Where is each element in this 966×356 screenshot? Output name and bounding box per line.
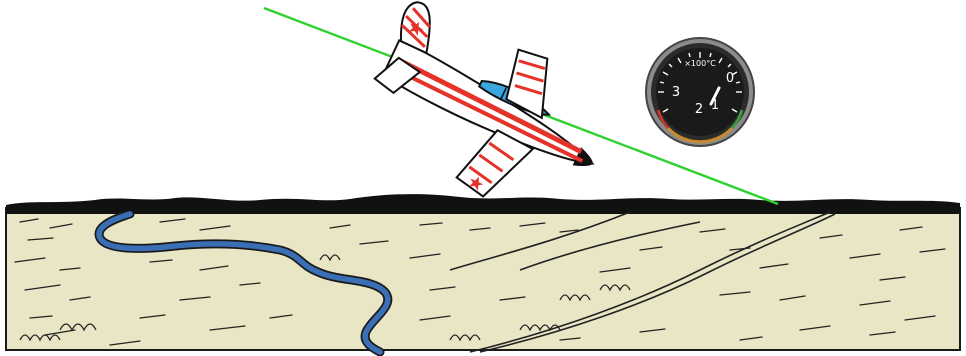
gauge-scale-label: 3 bbox=[672, 85, 680, 100]
gauge-scale-label: 2 bbox=[695, 102, 703, 117]
gauge-unit-label: ×100°C bbox=[684, 59, 716, 68]
gauge-scale-label: 0 bbox=[726, 71, 734, 86]
temperature-gauge: ×100°C 3 2 1 0 bbox=[646, 38, 754, 146]
